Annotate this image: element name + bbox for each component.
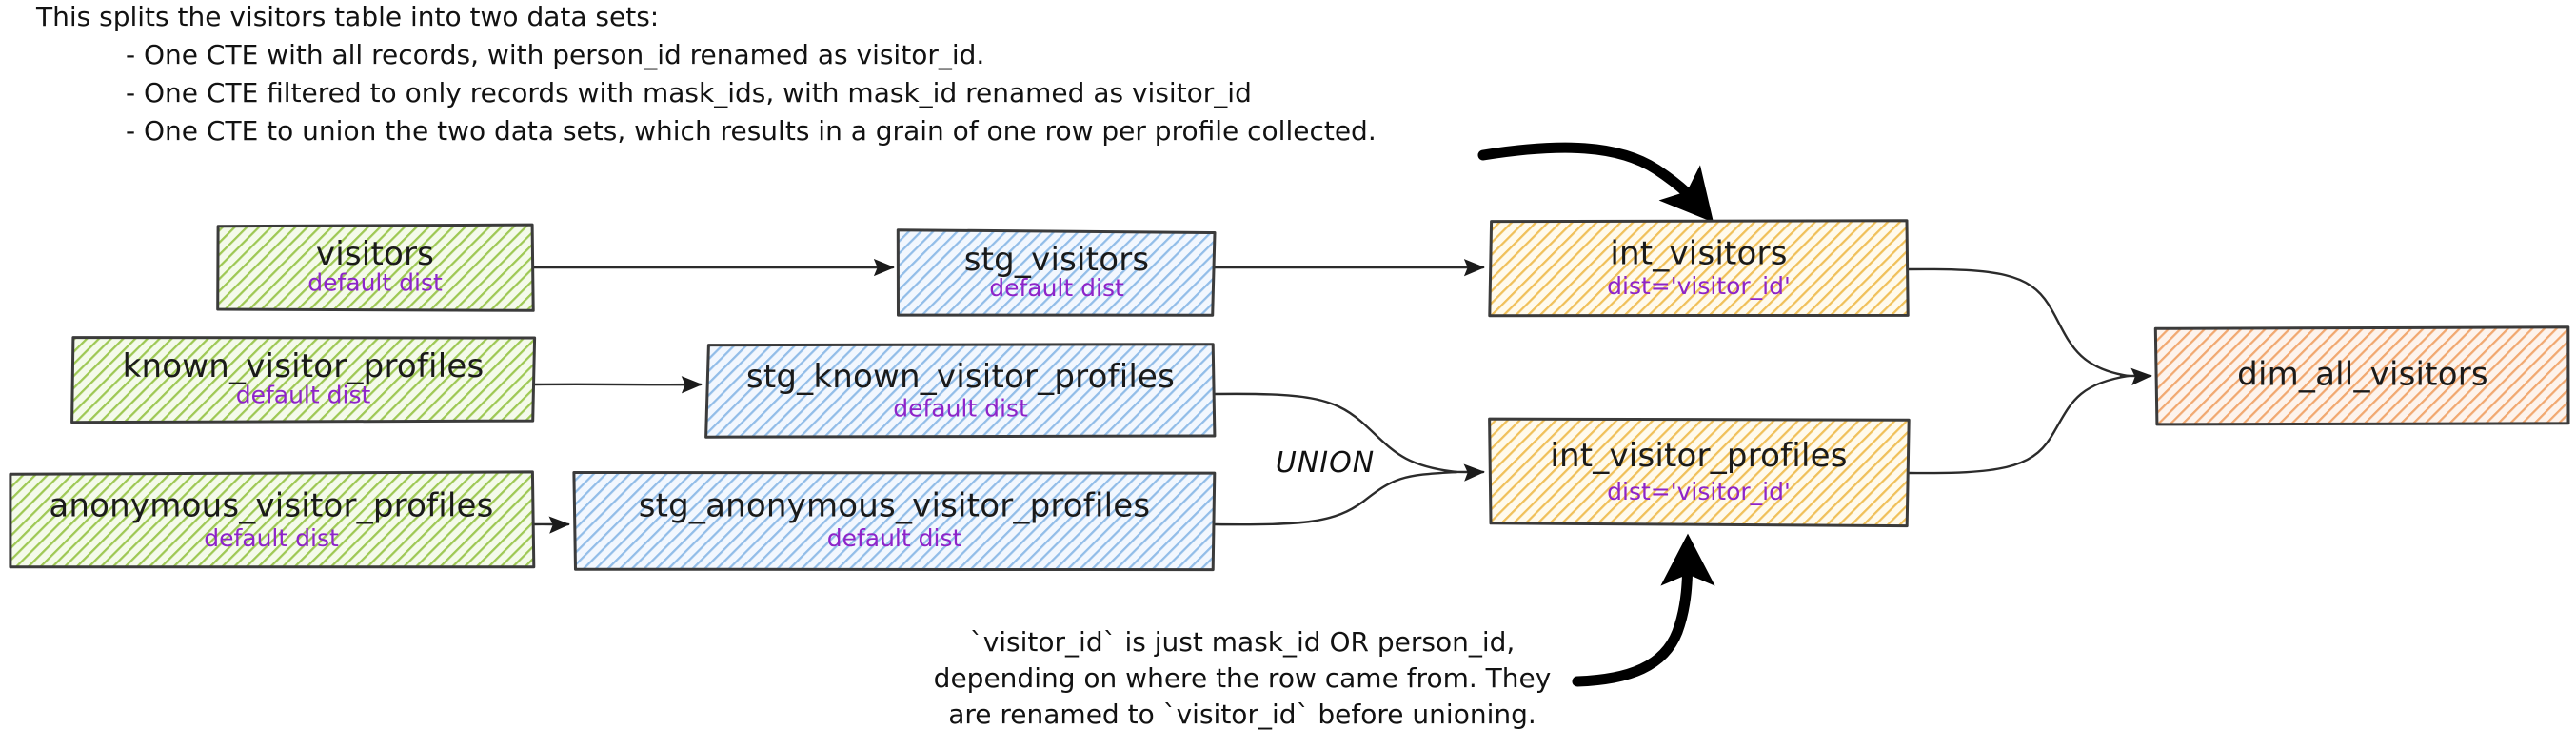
- node-border: [216, 223, 535, 312]
- node-fill: [2155, 326, 2568, 424]
- node-border: [70, 336, 537, 424]
- node-fill: [573, 472, 1215, 570]
- node-subtitle: default dist: [827, 524, 962, 552]
- node-title: int_visitors: [1610, 235, 1787, 273]
- top-annotation-line-2: - One CTE filtered to only records with …: [126, 77, 1252, 108]
- top-annotation-line-0: This splits the visitors table into two …: [35, 1, 659, 32]
- edge-stg-anonymous-to-int-visitor-profiles: [1213, 470, 1458, 526]
- node-dim_all_visitors[interactable]: dim_all_visitors: [2153, 325, 2570, 426]
- top-annotation: This splits the visitors table into two …: [35, 1, 1377, 147]
- node-border: [2153, 325, 2570, 426]
- annotation-arrow-bottom: [1572, 533, 1715, 687]
- node-fill: [71, 337, 535, 423]
- node-subtitle: default dist: [236, 382, 371, 409]
- node-title: stg_anonymous_visitor_profiles: [639, 487, 1151, 525]
- labels-layer: UNION: [1276, 446, 1375, 480]
- node-border: [1488, 417, 1911, 528]
- bottom-annotation-line-1: depending on where the row came from. Th…: [934, 662, 1552, 694]
- node-border: [1488, 219, 1910, 318]
- node-subtitle: default dist: [307, 269, 443, 297]
- node-subtitle: default dist: [989, 274, 1124, 302]
- node-fill: [1489, 220, 1909, 316]
- bottom-annotation: `visitor_id` is just mask_id OR person_i…: [934, 626, 1552, 730]
- node-fill: [1489, 419, 1910, 526]
- node-title: stg_known_visitor_profiles: [746, 358, 1175, 396]
- edge-label-union: UNION: [1276, 446, 1375, 480]
- node-fill: [898, 229, 1215, 316]
- edge-int-visitors-to-dim: [1907, 267, 2130, 378]
- node-int_visitor_profiles[interactable]: int_visitor_profiles dist='visitor_id': [1488, 417, 1911, 528]
- node-title: dim_all_visitors: [2237, 356, 2488, 394]
- node-subtitle: default dist: [893, 395, 1028, 423]
- top-annotation-line-1: - One CTE with all records, with person_…: [126, 39, 984, 70]
- bottom-annotation-line-2: are renamed to `visitor_id` before union…: [948, 699, 1536, 730]
- node-title: int_visitor_profiles: [1550, 437, 1847, 475]
- node-fill: [705, 344, 1215, 438]
- node-fill: [10, 471, 534, 567]
- node-title: visitors: [316, 235, 434, 273]
- node-subtitle: dist='visitor_id': [1607, 272, 1791, 300]
- node-fill: [217, 225, 534, 311]
- bottom-annotation-line-0: `visitor_id` is just mask_id OR person_i…: [970, 626, 1516, 658]
- annotation-arrow-top: [1477, 142, 1714, 223]
- node-border: [704, 343, 1217, 439]
- node-border: [896, 228, 1217, 317]
- node-border: [9, 470, 536, 569]
- top-annotation-line-3: - One CTE to union the two data sets, wh…: [126, 115, 1377, 147]
- node-subtitle: dist='visitor_id': [1607, 478, 1791, 505]
- edge-stg-known-to-int-visitor-profiles: [1213, 392, 1458, 474]
- node-title: stg_visitors: [964, 241, 1150, 279]
- node-subtitle: default dist: [204, 524, 339, 552]
- node-title: anonymous_visitor_profiles: [49, 487, 493, 525]
- node-border: [572, 471, 1217, 572]
- node-title: known_visitor_profiles: [123, 347, 485, 385]
- edges-layer: [532, 142, 2152, 687]
- edge-int-visitor-profiles-to-dim: [1907, 374, 2130, 475]
